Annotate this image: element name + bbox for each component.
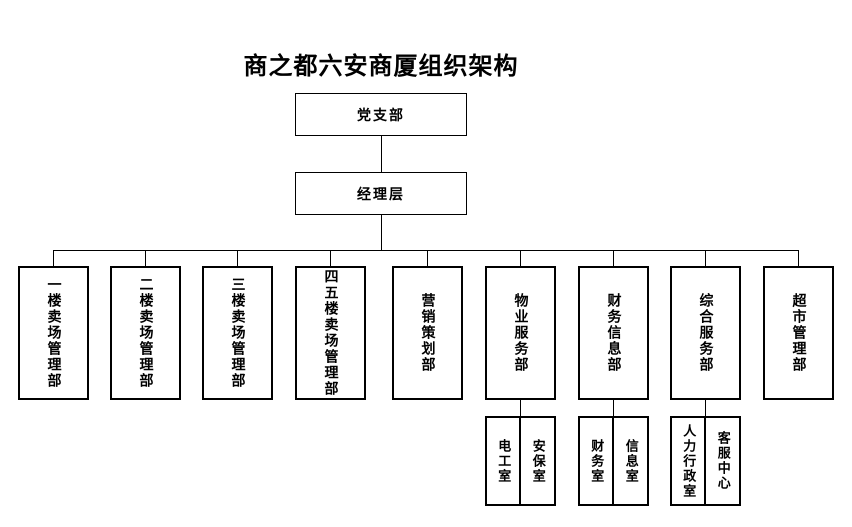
dept-label: 二楼卖场管理部 xyxy=(137,277,154,389)
finance-info-dept-box: 财务信息部 xyxy=(578,266,649,400)
dept-label: 综合服务部 xyxy=(697,293,714,373)
security-room-cell: 安保室 xyxy=(521,418,555,504)
general-service-dept-box: 综合服务部 xyxy=(670,266,741,400)
supermarket-mgmt-dept-box: 超市管理部 xyxy=(763,266,834,400)
floor2-sales-dept-box: 二楼卖场管理部 xyxy=(110,266,181,400)
dept-label: 超市管理部 xyxy=(790,293,807,373)
subroom-label: 人力行政室 xyxy=(680,423,696,499)
connector-stub xyxy=(53,250,54,266)
customer-service-center-cell: 客服中心 xyxy=(706,418,740,504)
information-room-cell: 信息室 xyxy=(614,418,648,504)
connector-stub xyxy=(237,250,238,266)
hr-admin-room-cell: 人力行政室 xyxy=(672,418,706,504)
subroom-label: 信息室 xyxy=(622,438,638,484)
floor45-sales-dept-box: 四五楼卖场管理部 xyxy=(295,266,366,400)
connector-management-to-bus xyxy=(381,215,382,250)
general-subrooms-box: 人力行政室 客服中心 xyxy=(670,416,741,506)
subroom-label: 电工室 xyxy=(495,438,511,484)
floor3-sales-dept-box: 三楼卖场管理部 xyxy=(202,266,273,400)
electrician-room-cell: 电工室 xyxy=(487,418,521,504)
subroom-label: 财务室 xyxy=(588,438,604,484)
connector-root-to-management xyxy=(381,136,382,172)
connector-stub xyxy=(520,250,521,266)
chart-title: 商之都六安商厦组织架构 xyxy=(243,52,519,80)
finance-subrooms-box: 财务室 信息室 xyxy=(578,416,649,506)
dept-label: 营销策划部 xyxy=(419,293,436,373)
party-branch-label: 党支部 xyxy=(357,107,405,124)
connector-stub xyxy=(613,250,614,266)
dept-label: 一楼卖场管理部 xyxy=(45,277,62,389)
connector-drop-property xyxy=(520,400,521,416)
marketing-planning-dept-box: 营销策划部 xyxy=(392,266,463,400)
property-service-dept-box: 物业服务部 xyxy=(485,266,556,400)
dept-label: 三楼卖场管理部 xyxy=(229,277,246,389)
dept-label: 四五楼卖场管理部 xyxy=(322,269,339,397)
management-label: 经理层 xyxy=(357,186,405,203)
dept-label: 物业服务部 xyxy=(512,293,529,373)
floor1-sales-dept-box: 一楼卖场管理部 xyxy=(18,266,89,400)
connector-stub xyxy=(798,250,799,266)
party-branch-box: 党支部 xyxy=(295,93,467,136)
property-subrooms-box: 电工室 安保室 xyxy=(485,416,556,506)
connector-stub xyxy=(330,250,331,266)
subroom-label: 安保室 xyxy=(529,438,545,484)
connector-bus-horizontal xyxy=(53,250,799,251)
connector-drop-finance xyxy=(613,400,614,416)
connector-stub xyxy=(705,250,706,266)
subroom-label: 客服中心 xyxy=(714,431,730,491)
connector-drop-general xyxy=(705,400,706,416)
dept-label: 财务信息部 xyxy=(605,293,622,373)
connector-stub xyxy=(145,250,146,266)
finance-room-cell: 财务室 xyxy=(580,418,614,504)
management-box: 经理层 xyxy=(295,172,467,215)
connector-stub xyxy=(427,250,428,266)
